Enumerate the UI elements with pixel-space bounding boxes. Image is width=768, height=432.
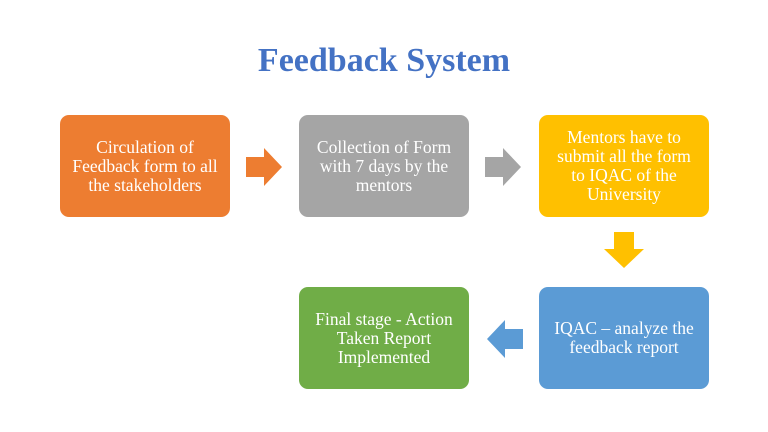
down-arrow-icon [604, 232, 644, 268]
step-3-submit-box: Mentors have to submit all the form to I… [539, 115, 709, 217]
right-arrow-icon [485, 148, 521, 186]
step-1-circulation-box: Circulation of Feedback form to all the … [60, 115, 230, 217]
right-arrow-icon [246, 148, 282, 186]
step-5-label: Final stage - Action Taken Report Implem… [315, 308, 453, 367]
diagram-title: Feedback System [257, 42, 511, 79]
step-4-analyze-box: IQAC – analyze the feedback report [539, 287, 709, 389]
step-2-label: Collection of Form with 7 days by the me… [316, 136, 452, 195]
step-2-collection-box: Collection of Form with 7 days by the me… [299, 115, 469, 217]
step-3-label: Mentors have to submit all the form to I… [557, 127, 691, 204]
step-5-final-box: Final stage - Action Taken Report Implem… [299, 287, 469, 389]
left-arrow-icon [487, 320, 523, 358]
step-1-label: Circulation of Feedback form to all the … [72, 136, 218, 195]
step-4-label: IQAC – analyze the feedback report [554, 318, 694, 357]
